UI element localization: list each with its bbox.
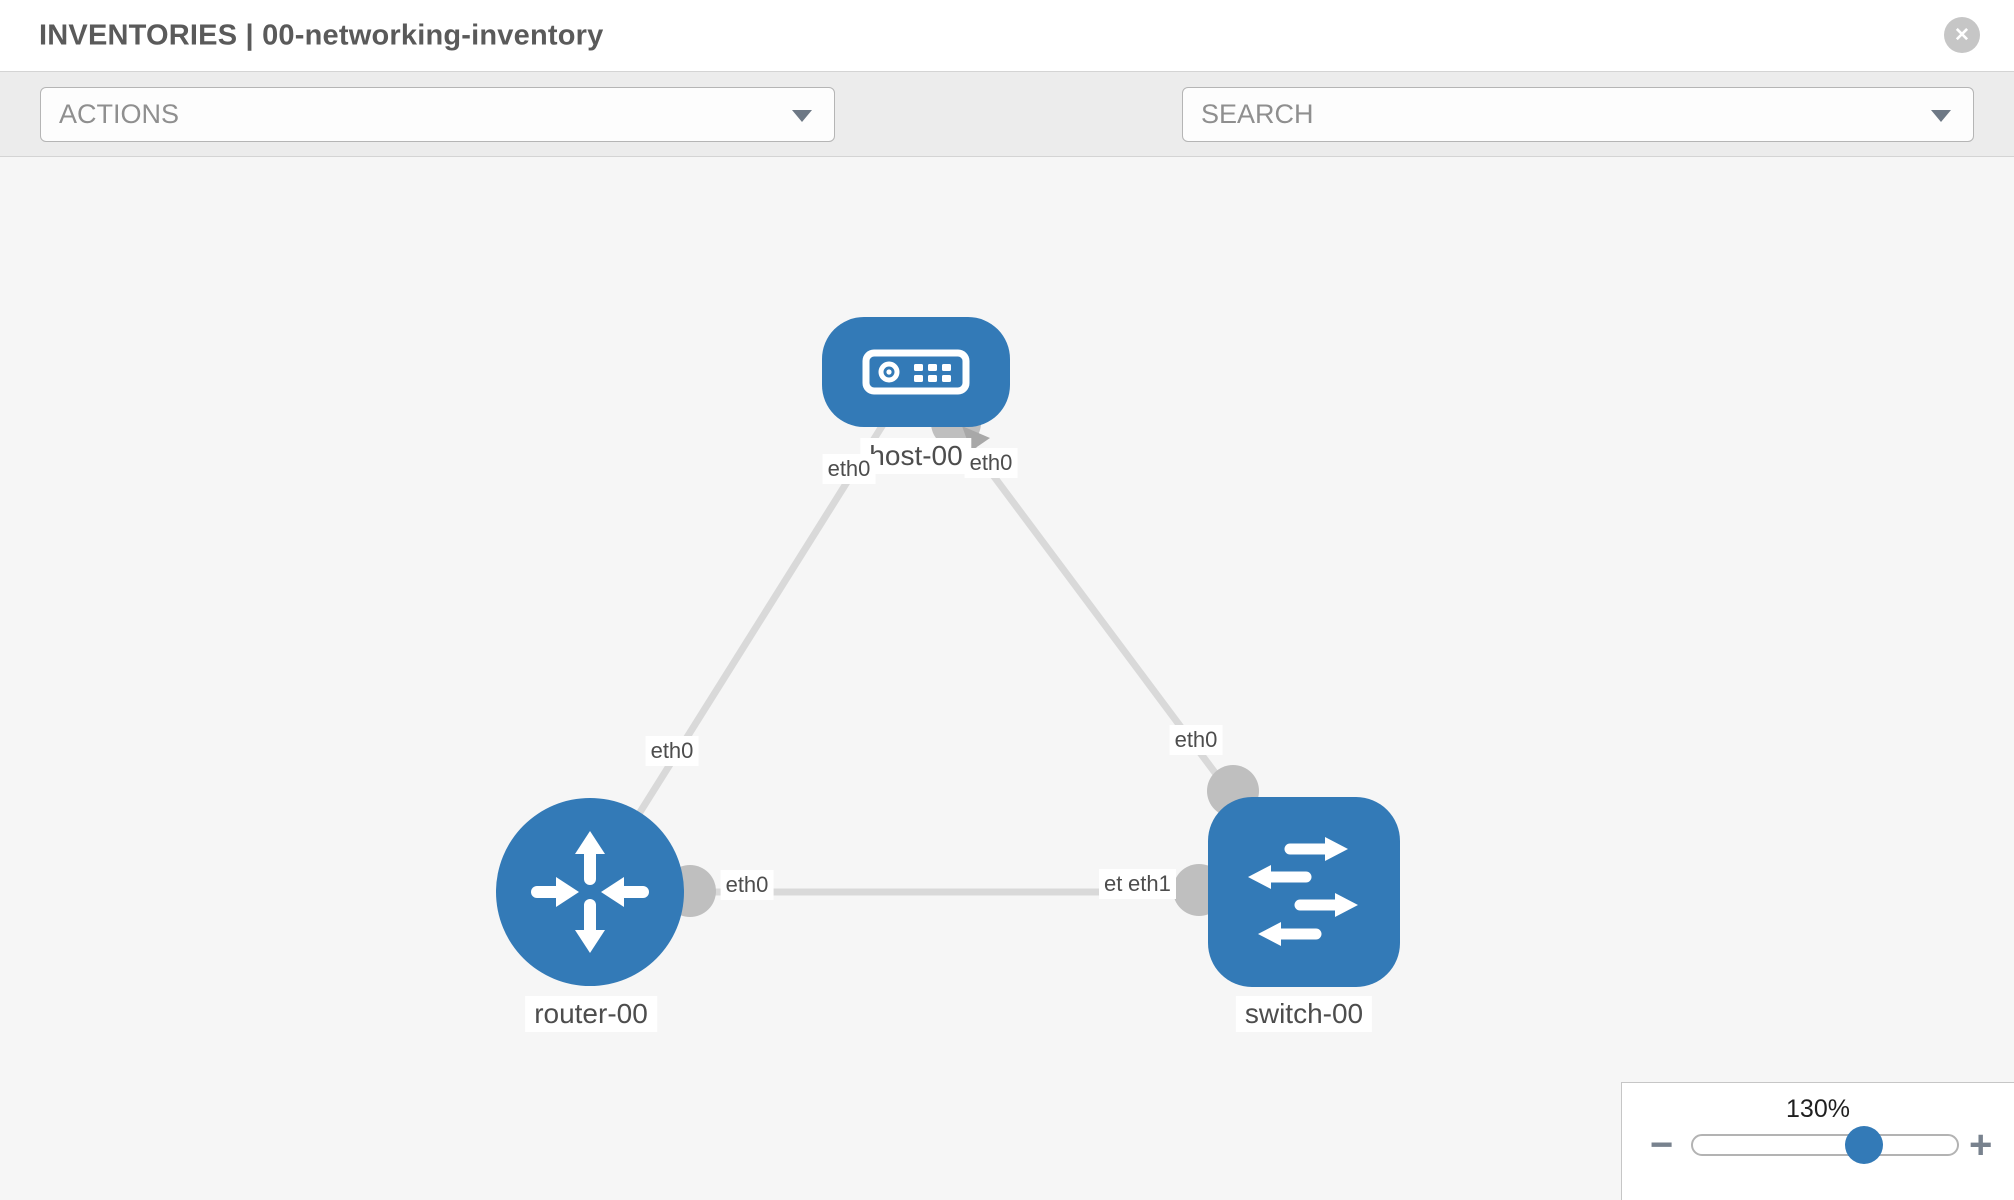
iface-label-switch-west: eth1 [1123,869,1176,899]
iface-label-host-right: eth0 [964,448,1018,478]
switch-icon [1248,837,1358,946]
zoom-out-button[interactable]: − [1650,1123,1674,1167]
zoom-panel: 130% − + [1621,1082,2014,1200]
actions-dropdown[interactable]: ACTIONS [40,87,835,142]
node-router-00[interactable] [496,798,684,986]
zoom-in-button[interactable]: + [1969,1123,1993,1167]
iface-label-host-left: eth0 [822,454,876,484]
node-switch-00[interactable] [1208,797,1400,987]
iface-label-switch-up: eth0 [1169,725,1223,755]
page-title: INVENTORIES | 00-networking-inventory [39,19,604,51]
close-button[interactable]: ✕ [1944,17,1980,53]
iface-label-router-east: eth0 [720,870,774,900]
router-icon [531,831,649,953]
header: INVENTORIES | 00-networking-inventory ✕ [0,0,2014,71]
node-host-00[interactable] [822,317,1010,427]
actions-dropdown-label: ACTIONS [59,99,180,129]
topology-canvas[interactable]: host-00 router-00 switch-00 eth0 eth0 et… [0,157,2014,1200]
node-label-router: router-00 [525,996,657,1032]
zoom-level: 130% [1786,1095,1850,1123]
chevron-down-icon [1931,109,1951,122]
toolbar: ACTIONS SEARCH [0,71,2014,204]
search-dropdown-label: SEARCH [1201,99,1314,129]
host-icon [862,349,970,395]
links-layer [587,369,1307,917]
node-label-switch: switch-00 [1235,996,1373,1032]
zoom-slider-thumb[interactable] [1845,1126,1883,1164]
chevron-down-icon [792,109,812,122]
search-dropdown[interactable]: SEARCH [1182,87,1974,142]
node-label-host: host-00 [860,438,972,474]
iface-label-router-up: eth0 [645,736,699,766]
close-icon: ✕ [1954,24,1970,46]
zoom-slider-track[interactable] [1691,1134,1959,1156]
